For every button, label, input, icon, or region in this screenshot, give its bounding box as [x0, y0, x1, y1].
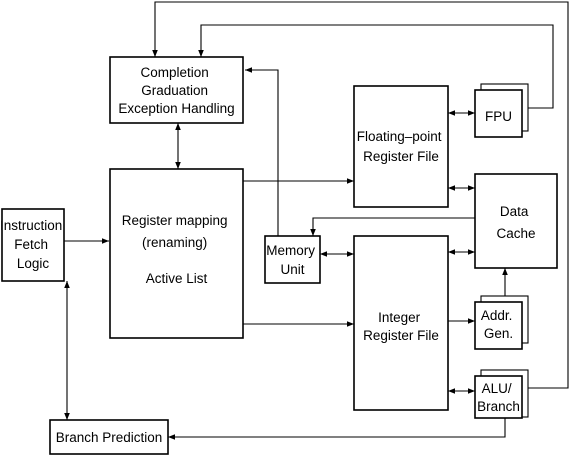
connections — [64, 1, 569, 440]
branch-prediction-block: Branch Prediction — [49, 419, 169, 455]
register-mapping-block: Register mapping (renaming) Active List — [109, 168, 244, 339]
addr-gen-block: Addr. Gen. — [474, 295, 529, 350]
fp-register-file-label: Floating–point Register File — [357, 129, 446, 164]
wire-fpu-to-completion-outer — [198, 24, 554, 109]
instruction-fetch-label: Instruction Fetch Logic — [0, 218, 66, 271]
fpu-label: FPU — [485, 109, 512, 124]
wire-cache-to-memory — [310, 217, 475, 236]
alu-branch-block: ALU/ Branch — [474, 369, 529, 419]
completion-block: Completion Graduation Exception Handling — [109, 56, 244, 124]
memory-unit-block: Memory Unit — [264, 235, 321, 284]
instruction-fetch-block: Instruction Fetch Logic — [0, 208, 66, 282]
wire-memory-to-completion — [245, 67, 279, 236]
data-cache-label: Data Cache — [496, 204, 535, 241]
fp-register-file-block: Floating–point Register File — [353, 85, 449, 208]
integer-register-file-block: Integer Register File — [353, 235, 449, 411]
memory-unit-label: Memory Unit — [266, 243, 319, 277]
register-mapping-label: Register mapping (renaming) Active List — [122, 213, 232, 286]
addr-gen-label: Addr. Gen. — [481, 308, 516, 341]
data-cache-block: Data Cache — [474, 173, 558, 269]
fpu-block: FPU — [474, 83, 529, 138]
branch-prediction-label: Branch Prediction — [56, 430, 163, 445]
wire-alu-to-completion-outer — [152, 1, 569, 389]
alu-branch-label: ALU/ Branch — [477, 381, 520, 414]
wire-alu-to-branch-prediction — [168, 418, 506, 440]
completion-label: Completion Graduation Exception Handling — [118, 65, 234, 116]
integer-register-file-label: Integer Register File — [363, 310, 439, 343]
